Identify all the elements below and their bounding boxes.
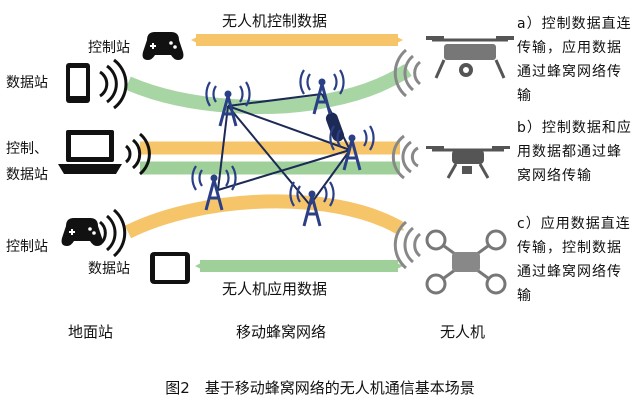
cell-tower-icon xyxy=(289,181,335,227)
figure-caption: 图2 基于移动蜂窝网络的无人机通信基本场景 xyxy=(165,379,475,397)
cell-tower-icon xyxy=(329,125,375,171)
cell-tower-icon xyxy=(191,165,237,211)
control-data-arrow-label: 无人机控制数据 xyxy=(222,12,328,30)
scenario-b-note: b）控制数据和应用数据都通过蜂窝网络传输 xyxy=(517,120,632,184)
laptop-icon xyxy=(58,130,122,174)
ground-station-column-label: 地面站 xyxy=(68,323,114,341)
network-link xyxy=(227,93,323,107)
gamepad-icon xyxy=(61,218,103,246)
drone-icon xyxy=(426,36,514,79)
signal-wave-icon xyxy=(393,48,422,98)
laptop-station-label: 控制、 数据站 xyxy=(6,141,48,183)
scenario-c-note: c）应用数据直连传输，控制数据通过蜂窝网络传输 xyxy=(517,216,631,304)
drone-icon xyxy=(426,146,510,179)
signal-wave-icon xyxy=(124,132,151,176)
network-link xyxy=(227,105,311,206)
row-c-control-band xyxy=(124,194,405,239)
network-link xyxy=(309,149,351,206)
signal-wave-icon xyxy=(391,134,419,180)
row-a-app-data-band xyxy=(125,64,412,114)
drone-icon xyxy=(425,229,507,295)
network-link xyxy=(217,105,229,191)
cell-tower-icon xyxy=(205,81,251,127)
network-link xyxy=(227,105,351,151)
control-station-label-c: 控制站 xyxy=(6,239,48,255)
cellular-network-column-label: 移动蜂窝网络 xyxy=(236,323,327,341)
signal-wave-icon xyxy=(99,58,128,110)
signal-wave-icon xyxy=(98,208,127,258)
network-link xyxy=(217,149,351,191)
control-station-label-a: 控制站 xyxy=(88,40,130,56)
backhaul-link xyxy=(325,112,345,142)
cell-tower-icon xyxy=(299,69,345,115)
application-data-arrow-label: 无人机应用数据 xyxy=(222,280,328,298)
scenario-a-note: a）控制数据直连传输，应用数据通过蜂窝网络传输 xyxy=(517,16,632,104)
data-station-label-c: 数据站 xyxy=(88,261,130,277)
tablet-icon xyxy=(150,252,190,284)
data-station-label-a: 数据站 xyxy=(6,75,48,91)
phone-icon xyxy=(66,63,90,103)
uav-column-label: 无人机 xyxy=(440,323,486,341)
gamepad-icon xyxy=(142,32,184,60)
signal-wave-icon xyxy=(393,220,422,270)
